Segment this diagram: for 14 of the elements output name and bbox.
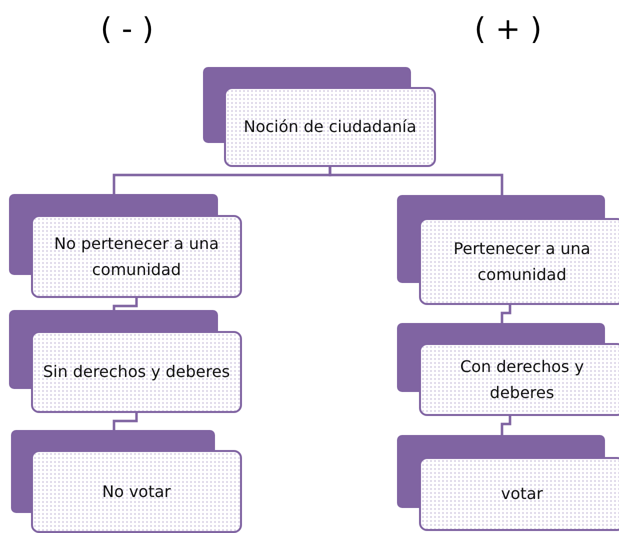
- connector-line: [500, 305, 512, 323]
- connector-line: [328, 167, 504, 195]
- connector-line: [112, 298, 138, 310]
- node-text: No votar: [101, 480, 172, 502]
- node-text: Pertenecer a una comunidad: [452, 238, 592, 286]
- column-heading: ( + ): [474, 12, 542, 47]
- column-heading: ( - ): [100, 12, 154, 47]
- connector-line: [500, 416, 512, 435]
- node-text: votar: [500, 483, 544, 505]
- node-text: Noción de ciudadanía: [242, 116, 418, 138]
- node-text: Con derechos y deberes: [459, 356, 585, 404]
- node-text: Sin derechos y deberes: [42, 361, 231, 383]
- node-text: No pertenecer a una comunidad: [53, 232, 220, 280]
- connector-line: [112, 413, 138, 430]
